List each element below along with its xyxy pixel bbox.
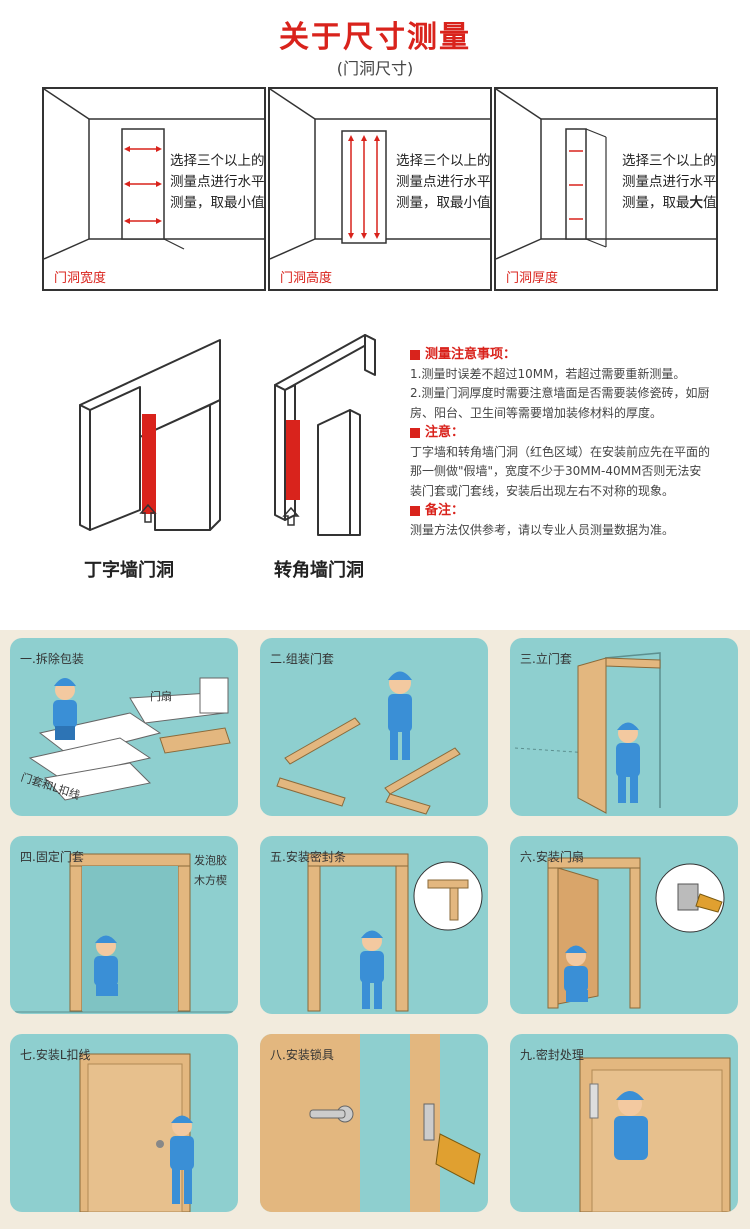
step-assemble-frame: 二.组装门套 (260, 638, 488, 816)
step-unpack: 一.拆除包装 门扇 门套和L扣线 (10, 638, 238, 816)
step-label: 五.安装密封条 (270, 850, 346, 864)
step-seal-treatment: 九.密封处理 (510, 1034, 738, 1212)
worker-figure (53, 678, 77, 740)
worker-figure (564, 945, 588, 1002)
step-stand-frame: 三.立门套 (510, 638, 738, 816)
step-label: 九.密封处理 (520, 1048, 584, 1062)
bullet-square-icon (410, 349, 420, 360)
corner-wall-arrow (282, 506, 300, 526)
notes-paragraph: 1.测量时误差不超过10MM，若超过需要重新测量。 (410, 366, 686, 381)
corner-wall-label: 转角墙门洞 (274, 560, 364, 581)
worker-figure (170, 1115, 194, 1204)
worker-figure (616, 722, 640, 803)
page-subtitle: (门洞尺寸) (336, 59, 414, 78)
notes-heading: 注意： (425, 425, 465, 440)
bullet-square-icon (410, 505, 420, 516)
worker-figure (94, 935, 118, 996)
step-install-door: 六.安装门扇 (510, 836, 738, 1014)
step-illustration (28, 677, 231, 801)
step-annotation: 发泡胶 (194, 854, 227, 867)
step-label: 七.安装L扣线 (20, 1048, 91, 1062)
step-install-seal: 五.安装密封条 (260, 836, 488, 1014)
panel-label: 门洞厚度 (506, 271, 559, 286)
t-wall-drawing (79, 339, 221, 531)
worker-figure (388, 671, 412, 760)
panel-note: 选择三个以上的测量点进行水平测量，取最小值 (396, 153, 491, 211)
notes-paragraph: 测量方法仅供参考，请以专业人员测量数据为准。 (410, 522, 675, 537)
panel-note: 选择三个以上的测量点进行水平测量，取最小值 (170, 153, 265, 211)
step-install-l-trim: 七.安装L扣线 (10, 1034, 238, 1212)
panel-doorway-height: 选择三个以上的测量点进行水平测量，取最小值 门洞高度 (268, 87, 492, 291)
notes-paragraph: 2.测量门洞厚度时需要注意墙面是否需要装修瓷砖，如厨房、阳台、卫生间等需要增加装… (410, 386, 710, 420)
step-label: 四.固定门套 (20, 850, 84, 864)
step-illustration (10, 853, 238, 1013)
t-wall-arrow (139, 503, 157, 523)
step-annotation: 门扇 (150, 690, 172, 703)
corner-wall-drawing (274, 334, 376, 536)
room-width-drawing (44, 89, 264, 260)
panel-label: 门洞高度 (280, 271, 333, 286)
step-illustration (547, 857, 725, 1009)
notes-heading: 备注： (425, 503, 465, 518)
room-height-drawing (270, 89, 490, 260)
panel-doorway-width: 选择三个以上的测量点进行水平测量，取最小值 门洞宽度 (42, 87, 266, 291)
t-wall-red-area (142, 414, 156, 514)
step-illustration (307, 853, 483, 1012)
page-title: 关于尺寸测量 (279, 20, 471, 55)
step-illustration (260, 1034, 481, 1212)
panel-note: 选择三个以上的测量点进行水平测量，取最大值 (622, 153, 717, 211)
wall-doorway-drawings (79, 334, 376, 536)
room-thickness-drawing (496, 89, 716, 260)
notes-heading: 测量注意事项： (425, 347, 517, 362)
step-illustration (579, 1057, 731, 1212)
panel-label: 门洞宽度 (54, 271, 107, 286)
panel-doorway-thickness: 选择三个以上的测量点进行水平测量，取最大值 门洞厚度 (494, 87, 718, 291)
measurement-notes: 测量注意事项： 1.测量时误差不超过10MM，若超过需要重新测量。 2.测量门洞… (410, 345, 710, 540)
step-illustration (276, 671, 461, 815)
installation-steps: 一.拆除包装 门扇 门套和L扣线 二.组装门套 (0, 630, 750, 1229)
step-label: 二.组装门套 (270, 652, 334, 666)
step-illustration (79, 1053, 194, 1212)
notes-paragraph: 丁字墙和转角墙门洞（红色区域）在安装前应先在平面的那一侧做"假墙"，宽度不少于3… (410, 444, 711, 498)
bullet-square-icon (410, 427, 420, 438)
step-fix-frame: 四.固定门套 发泡胶 木方楔 (10, 836, 238, 1014)
t-wall-label: 丁字墙门洞 (84, 560, 174, 581)
step-label: 一.拆除包装 (20, 652, 84, 666)
step-install-lock: 八.安装锁具 (260, 1034, 488, 1212)
worker-figure (589, 1083, 648, 1160)
step-label: 三.立门套 (520, 652, 572, 666)
step-label: 八.安装锁具 (270, 1048, 334, 1062)
step-illustration (514, 652, 661, 814)
step-label: 六.安装门扇 (520, 850, 584, 864)
step-annotation: 木方楔 (194, 874, 227, 887)
worker-figure (360, 930, 384, 1009)
corner-wall-red-area (286, 420, 300, 500)
